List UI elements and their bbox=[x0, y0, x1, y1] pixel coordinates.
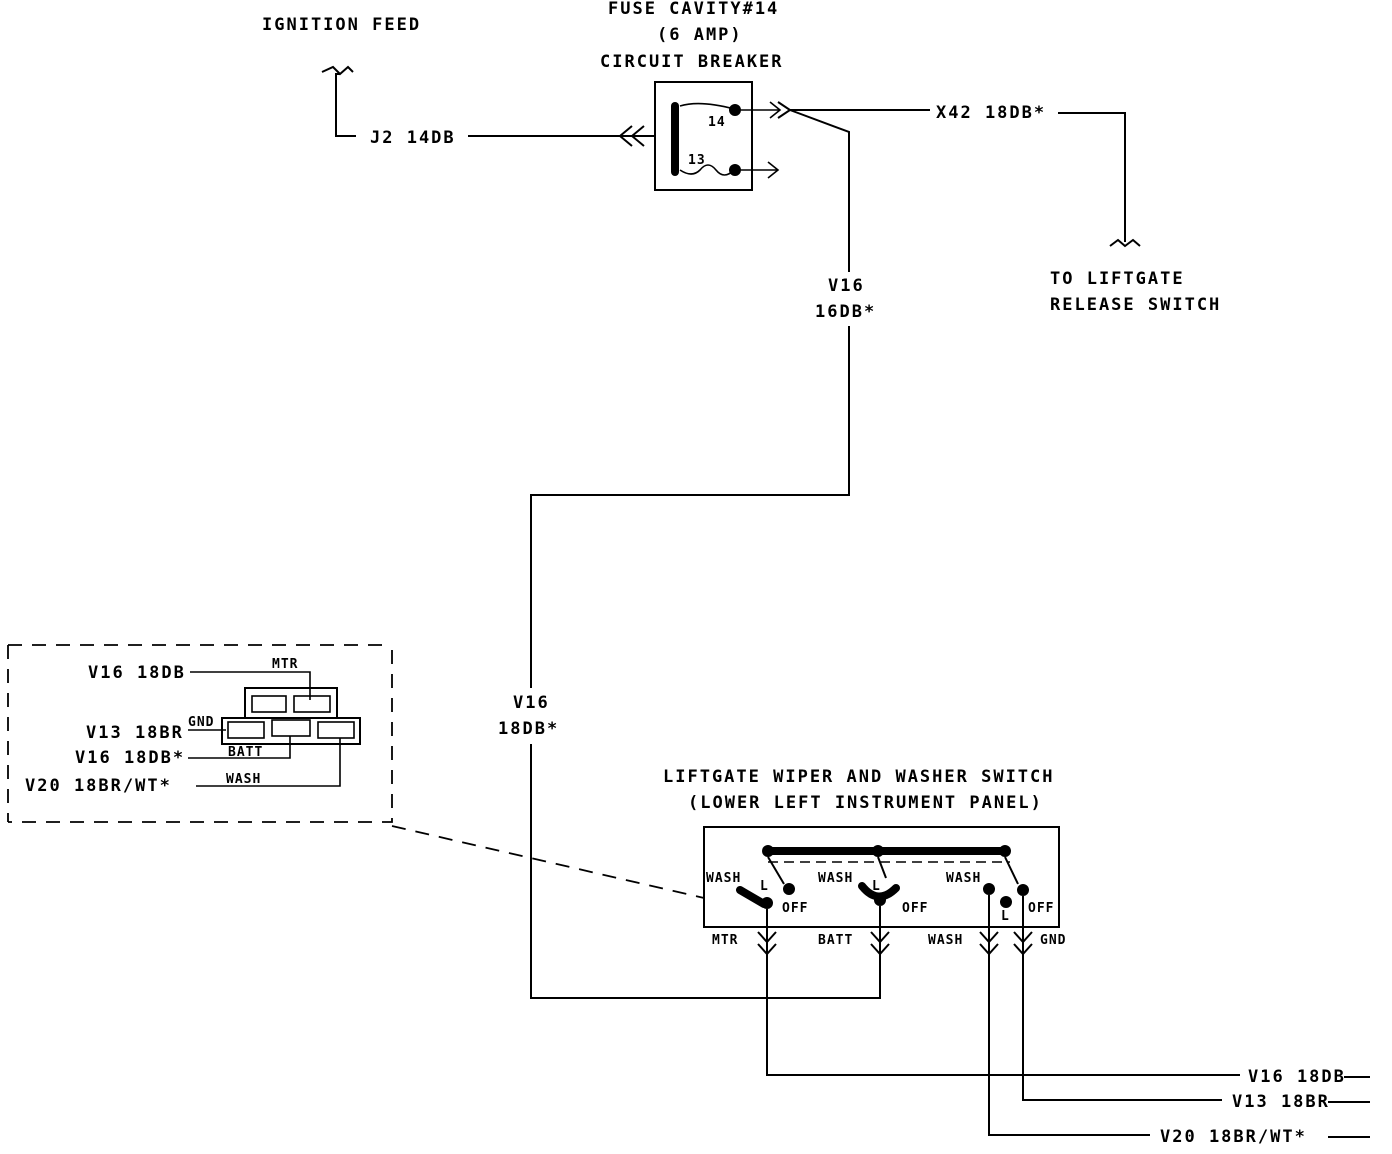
linkage-arms bbox=[767, 856, 1019, 885]
pin14-link bbox=[679, 102, 735, 110]
conn-v20-label: V20 18BR/WT* bbox=[25, 776, 172, 796]
sw3-wash-terminal bbox=[983, 883, 995, 895]
switch-location: (LOWER LEFT INSTRUMENT PANEL) bbox=[688, 793, 1043, 813]
sw1-off-label: OFF bbox=[782, 901, 808, 916]
sw1-contact-blade bbox=[736, 886, 768, 908]
out-v13-wire bbox=[1022, 958, 1222, 1101]
conn-batt-label: BATT bbox=[228, 745, 263, 760]
conn-v13-label: V13 18BR bbox=[86, 723, 184, 743]
term-gnd-label: GND bbox=[1040, 933, 1066, 948]
v16-wire-middle bbox=[530, 326, 850, 688]
breaker-element-icon bbox=[679, 164, 735, 176]
conn-batt-wire bbox=[188, 736, 291, 759]
conn-mtr-wire bbox=[190, 671, 311, 700]
j2-wire-label: J2 14DB bbox=[370, 128, 456, 148]
out-v16-label: V16 18DB bbox=[1248, 1067, 1346, 1087]
term-batt-label: BATT bbox=[818, 933, 853, 948]
out-v16-wire bbox=[766, 958, 1240, 1076]
sw1-l-label: L bbox=[760, 879, 769, 894]
switch-title: LIFTGATE WIPER AND WASHER SWITCH bbox=[663, 767, 1055, 787]
switch-terminal-connectors bbox=[757, 895, 1033, 958]
v16-wire-lower bbox=[530, 744, 881, 999]
conn-gnd-label: GND bbox=[188, 715, 214, 730]
detail-callout-line bbox=[391, 825, 705, 899]
pin14-arrow-icon bbox=[741, 101, 782, 119]
circuit-breaker-label: CIRCUIT BREAKER bbox=[600, 52, 784, 72]
pin13-terminal bbox=[729, 164, 741, 176]
connector-face bbox=[221, 687, 361, 745]
x42-wire-label: X42 18DB* bbox=[936, 103, 1046, 123]
out-v13-label: V13 18BR bbox=[1232, 1092, 1330, 1112]
fuse-amp-label: (6 AMP) bbox=[657, 25, 743, 45]
pin14-terminal bbox=[729, 104, 741, 116]
to-liftgate-label: TO LIFTGATE bbox=[1050, 269, 1185, 289]
sw2-l-label: L bbox=[872, 879, 881, 894]
conn-wash-wire bbox=[196, 738, 341, 787]
v16-upper-label: V16 bbox=[828, 276, 865, 296]
conn-v16-label: V16 18DB bbox=[88, 663, 186, 683]
sw3-off-label: OFF bbox=[1028, 901, 1054, 916]
sw2-common-terminal bbox=[874, 894, 886, 906]
v16-upper-gauge-label: 16DB* bbox=[815, 302, 876, 322]
connector-detail-box bbox=[7, 644, 393, 823]
sw2-off-label: OFF bbox=[902, 901, 928, 916]
sw3-off-terminal bbox=[1017, 884, 1029, 896]
v16-wire-upper bbox=[789, 109, 850, 272]
pin13-label: 13 bbox=[688, 153, 706, 168]
term-mtr-label: MTR bbox=[712, 933, 738, 948]
sw1-common-terminal bbox=[761, 897, 773, 909]
sw1-off-terminal bbox=[783, 883, 795, 895]
liftgate-release-break-icon bbox=[1109, 238, 1141, 248]
conn-mtr-label: MTR bbox=[272, 657, 298, 672]
x42-wire-right bbox=[1058, 112, 1126, 242]
j2-connector-icon bbox=[618, 125, 645, 147]
out-v20-wire bbox=[988, 958, 1150, 1136]
linkage-pivot-1 bbox=[762, 845, 774, 857]
v16-mid-gauge-label: 18DB* bbox=[498, 719, 559, 739]
conn-v16b-label: V16 18DB* bbox=[75, 748, 185, 768]
sw2-wash-label: WASH bbox=[818, 871, 853, 886]
ignition-feed-wire bbox=[321, 65, 356, 137]
fuse-cavity-label: FUSE CAVITY#14 bbox=[608, 0, 779, 19]
sw3-l-terminal bbox=[1000, 896, 1012, 908]
term-wash-label: WASH bbox=[928, 933, 963, 948]
release-switch-label: RELEASE SWITCH bbox=[1050, 295, 1221, 315]
sw1-wash-label: WASH bbox=[706, 871, 741, 886]
pin14-label: 14 bbox=[708, 115, 726, 130]
sw3-wash-label: WASH bbox=[946, 871, 981, 886]
ignition-feed-label: IGNITION FEED bbox=[262, 15, 421, 35]
linkage-pivot-2 bbox=[872, 845, 884, 857]
pin13-arrow-icon bbox=[741, 161, 780, 179]
sw3-l-label: L bbox=[1001, 909, 1010, 924]
conn-wash-label: WASH bbox=[226, 772, 261, 787]
v16-mid-label: V16 bbox=[513, 693, 550, 713]
switch-body bbox=[703, 826, 1060, 928]
linkage-pivot-3 bbox=[999, 845, 1011, 857]
out-v20-label: V20 18BR/WT* bbox=[1160, 1127, 1307, 1147]
